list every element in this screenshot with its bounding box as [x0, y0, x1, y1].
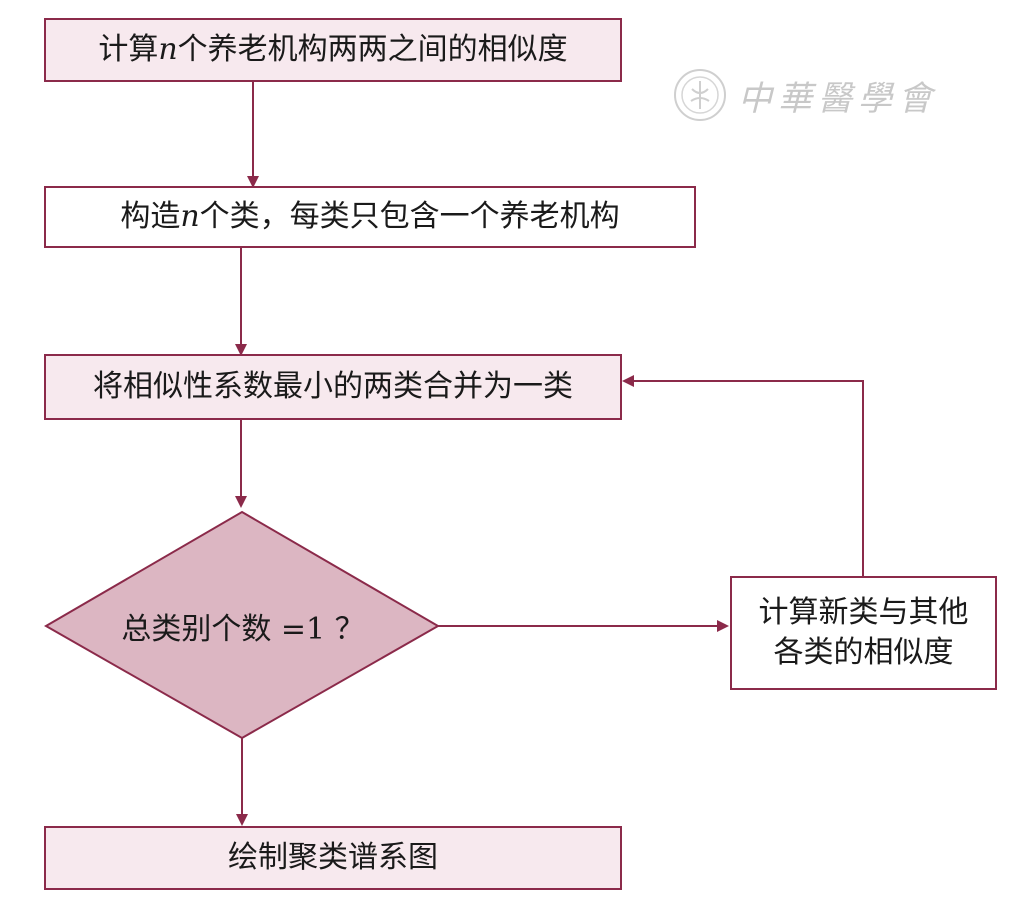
step1-after: 个养老机构两两之间的相似度: [177, 32, 568, 67]
step1-before: 计算: [98, 32, 159, 67]
watermark: 中華醫學會: [672, 60, 972, 130]
step-merge-classes: 将相似性系数最小的两类合并为一类: [44, 354, 622, 420]
step3-label: 将相似性系数最小的两类合并为一类: [93, 369, 573, 404]
step-construct-classes: 构造 n 个类，每类只包含一个养老机构: [44, 186, 696, 248]
side-line2: 各类的相似度: [773, 635, 954, 670]
step1-var: n: [158, 32, 178, 67]
step2-var: n: [180, 199, 200, 234]
arrow-side-to-step3: [622, 375, 864, 576]
side-line1: 计算新类与其他: [758, 595, 969, 630]
step-compute-new-similarity: 计算新类与其他 各类的相似度: [730, 576, 997, 690]
step-draw-dendrogram: 绘制聚类谱系图: [44, 826, 622, 890]
step2-before: 构造: [120, 199, 181, 234]
society-seal-icon: [674, 69, 726, 121]
step-compute-similarity: 计算 n 个养老机构两两之间的相似度: [44, 18, 622, 82]
final-label: 绘制聚类谱系图: [228, 840, 438, 875]
decision-label: 总类别个数 =1 ？: [121, 612, 365, 647]
watermark-text: 中華醫學會: [738, 78, 938, 119]
step2-after: 个类，每类只包含一个养老机构: [199, 199, 620, 234]
